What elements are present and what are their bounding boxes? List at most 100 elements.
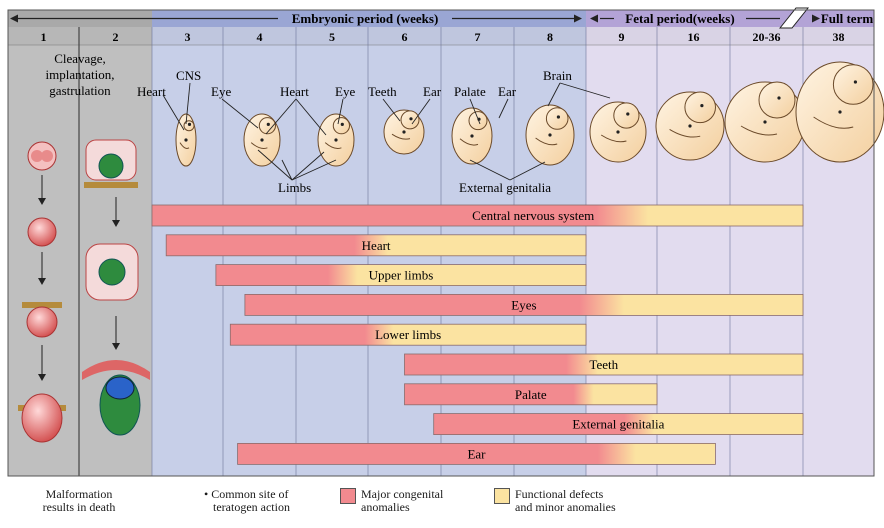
blastocyst-illustration — [27, 307, 57, 337]
week-label: 16 — [688, 30, 700, 44]
embryo-figure — [384, 110, 424, 154]
embryo-figure — [244, 114, 280, 166]
teratogen-site-dot — [334, 138, 337, 141]
teratogen-site-dot — [267, 123, 270, 126]
embryo-head — [614, 103, 639, 128]
teratogen-site-dot — [700, 104, 703, 107]
early-stage-line-1: Cleavage, — [54, 51, 106, 66]
bar-label: External genitalia — [572, 417, 664, 432]
legend-teratogen: • Common site of teratogen action — [204, 488, 290, 514]
embryo-head — [685, 92, 716, 123]
embryo-figure — [725, 82, 805, 162]
week-label: 6 — [402, 30, 408, 44]
teratogen-site-dot — [470, 134, 473, 137]
sensitivity-bar: Teeth — [405, 354, 804, 375]
embryo-head — [469, 112, 487, 130]
sensitivity-bar: Heart — [166, 235, 586, 256]
embryonic-period-label: Embryonic period (weeks) — [292, 11, 439, 26]
embryo-figure — [590, 102, 646, 162]
embryo-figure — [452, 108, 492, 164]
legend-major-line-2: anomalies — [361, 501, 443, 514]
gastrula-illustration — [99, 259, 125, 285]
week-label: 1 — [41, 30, 47, 44]
week-label: 38 — [833, 30, 845, 44]
morula-illustration — [28, 218, 56, 246]
week-label: 2 — [113, 30, 119, 44]
week-label: 4 — [257, 30, 263, 44]
early-stage-line-2: implantation, — [46, 67, 115, 82]
teratogen-site-dot — [777, 96, 780, 99]
legend-malformation: Malformation results in death — [34, 488, 124, 514]
legend-major-swatch — [340, 488, 356, 504]
week-label: 5 — [329, 30, 335, 44]
teratogen-site-dot — [557, 115, 560, 118]
sensitivity-bar: Eyes — [245, 294, 803, 315]
legend-teratogen-line-2: teratogen action — [204, 501, 290, 514]
legend-functional: Functional defects and minor anomalies — [494, 488, 616, 514]
teratogen-site-dot — [188, 123, 191, 126]
bar-label: Eyes — [511, 297, 536, 312]
bar-label: Lower limbs — [375, 327, 441, 342]
sensitivity-bar: External genitalia — [434, 414, 803, 435]
teratogen-site-dot — [184, 138, 187, 141]
early-stage-text: Cleavage, implantation, gastrulation — [46, 51, 115, 98]
label-ear-wk6: Ear — [423, 84, 442, 99]
sensitivity-bar: Palate — [405, 384, 658, 405]
embryo-figure — [318, 114, 354, 166]
teratogen-site-dot — [616, 130, 619, 133]
period-header: Embryonic period (weeks) Fetal period(we… — [8, 8, 874, 28]
embryo-figure — [526, 105, 574, 165]
sensitivity-bar: Lower limbs — [230, 324, 586, 345]
amnion-illustration — [106, 377, 134, 399]
week-label: 3 — [185, 30, 191, 44]
label-palate: Palate — [454, 84, 486, 99]
bar-label: Palate — [515, 387, 547, 402]
teratogen-site-dot — [341, 123, 344, 126]
embryo-head — [759, 82, 795, 118]
embryo-head — [833, 65, 873, 105]
label-heart-wk5: Heart — [280, 84, 309, 99]
fetal-period-label: Fetal period(weeks) — [625, 11, 734, 26]
legend-major: Major congenital anomalies — [340, 488, 443, 514]
embryo-figure — [656, 92, 724, 160]
implanted-embryo-illustration — [22, 394, 62, 442]
implant-surface — [84, 182, 138, 188]
label-brain: Brain — [543, 68, 572, 83]
teratogen-site-dot — [548, 133, 551, 136]
label-eye-wk5: Eye — [335, 84, 355, 99]
teratogen-site-dot — [260, 138, 263, 141]
week-label: 8 — [547, 30, 553, 44]
teratogen-site-dot — [838, 110, 841, 113]
teratogen-site-dot — [763, 120, 766, 123]
label-limbs: Limbs — [278, 180, 311, 195]
sensitivity-bar: Ear — [238, 443, 716, 464]
legend-functional-line-2: and minor anomalies — [515, 501, 616, 514]
bar-label: Central nervous system — [472, 208, 594, 223]
legend-malformation-line-2: results in death — [34, 501, 124, 514]
label-external-genitalia: External genitalia — [459, 180, 551, 195]
teratogen-site-dot — [688, 124, 691, 127]
teratogen-site-dot — [626, 112, 629, 115]
label-heart-wk3: Heart — [137, 84, 166, 99]
label-teeth: Teeth — [368, 84, 397, 99]
embryo-head — [546, 108, 568, 130]
week-label: 7 — [475, 30, 481, 44]
label-cns: CNS — [176, 68, 201, 83]
early-stage-line-3: gastrulation — [49, 83, 111, 98]
gastrula-illustration — [99, 154, 123, 178]
legend-functional-swatch — [494, 488, 510, 504]
week-label: 9 — [619, 30, 625, 44]
label-eye-wk4: Eye — [211, 84, 231, 99]
full-term-label: Full term — [821, 11, 874, 26]
label-ear-wk7: Ear — [498, 84, 517, 99]
bar-label: Heart — [362, 238, 391, 253]
sensitivity-bar: Upper limbs — [216, 265, 586, 286]
week-label: 20-36 — [753, 30, 781, 44]
teratogen-site-dot — [409, 117, 412, 120]
teratogen-site-dot — [854, 80, 857, 83]
bar-label: Teeth — [589, 357, 618, 372]
zygote-cell — [41, 150, 53, 162]
embryo-figure — [796, 62, 884, 162]
bar-label: Upper limbs — [369, 268, 434, 283]
